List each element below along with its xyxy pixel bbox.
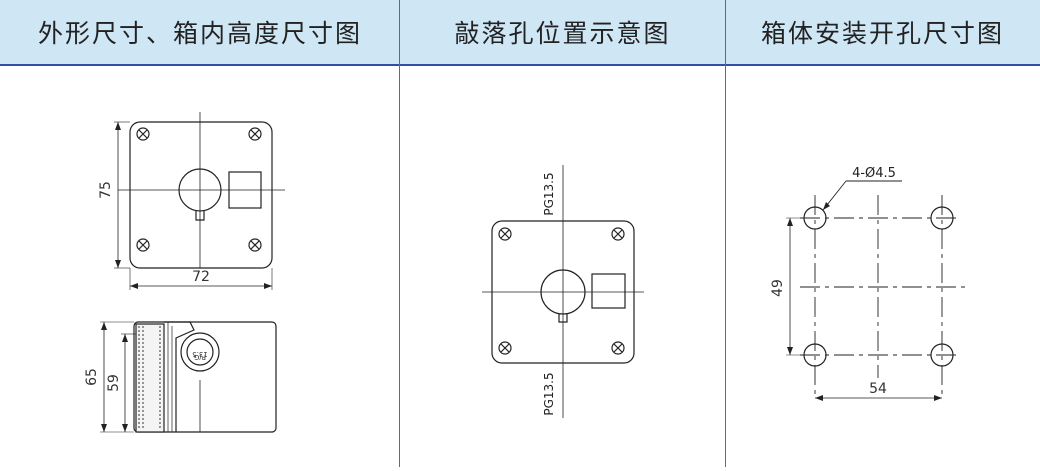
- width-dimension-label: 72: [192, 269, 210, 285]
- knockout-drawing-panel: PG13.5 PG13.5: [400, 66, 725, 467]
- corner-screw-icon: [136, 238, 150, 252]
- auxiliary-cutout: [591, 273, 626, 309]
- side-height-inner-label: 59: [106, 374, 122, 392]
- knockout-hole: [178, 168, 222, 212]
- side-view-outline: [133, 321, 277, 433]
- hole-spec-label: 4-Ø4.5: [852, 166, 896, 181]
- header-mounting-holes: 箱体安装开孔尺寸图: [760, 19, 1004, 48]
- height-dimension-label: 75: [98, 181, 114, 199]
- plate-text-bottom: 13.5: [192, 350, 208, 358]
- knockout-drawing: PG13.5 PG13.5: [482, 165, 644, 418]
- corner-screw-icon: [611, 341, 625, 355]
- front-plate-outline: [129, 121, 273, 269]
- header-knockout-position: 敲落孔位置示意图: [454, 19, 671, 48]
- side-height-outer-label: 65: [84, 368, 100, 386]
- corner-screw-icon: [248, 127, 262, 141]
- column-divider: [725, 0, 726, 467]
- header-outline-dimensions: 外形尺寸、箱内高度尺寸图: [37, 19, 362, 48]
- hole-height-label: 49: [770, 279, 786, 297]
- plate-text-top: P/G: [194, 353, 206, 361]
- hole-width-label: 54: [869, 381, 887, 397]
- corner-screw-icon: [498, 341, 512, 355]
- corner-screw-icon: [498, 227, 512, 241]
- knockout-label-top: PG13.5: [542, 172, 556, 215]
- auxiliary-cutout: [228, 171, 262, 209]
- outline-drawing-panel: 75 72 65 59 P/G 13.5: [0, 66, 399, 467]
- mounting-drawing-panel: 4-Ø4.5 49 54: [726, 66, 1040, 467]
- corner-screw-icon: [136, 127, 150, 141]
- mounting-drawing: 4-Ø4.5 49 54: [770, 166, 966, 401]
- outline-drawing: 75 72 65 59 P/G 13.5: [84, 112, 285, 433]
- knockout-label-bottom: PG13.5: [542, 372, 556, 415]
- column-divider: [399, 0, 400, 467]
- table-header: 外形尺寸、箱内高度尺寸图 敲落孔位置示意图 箱体安装开孔尺寸图: [0, 0, 1040, 66]
- knockout-hole: [540, 269, 586, 315]
- corner-screw-icon: [611, 227, 625, 241]
- corner-screw-icon: [248, 238, 262, 252]
